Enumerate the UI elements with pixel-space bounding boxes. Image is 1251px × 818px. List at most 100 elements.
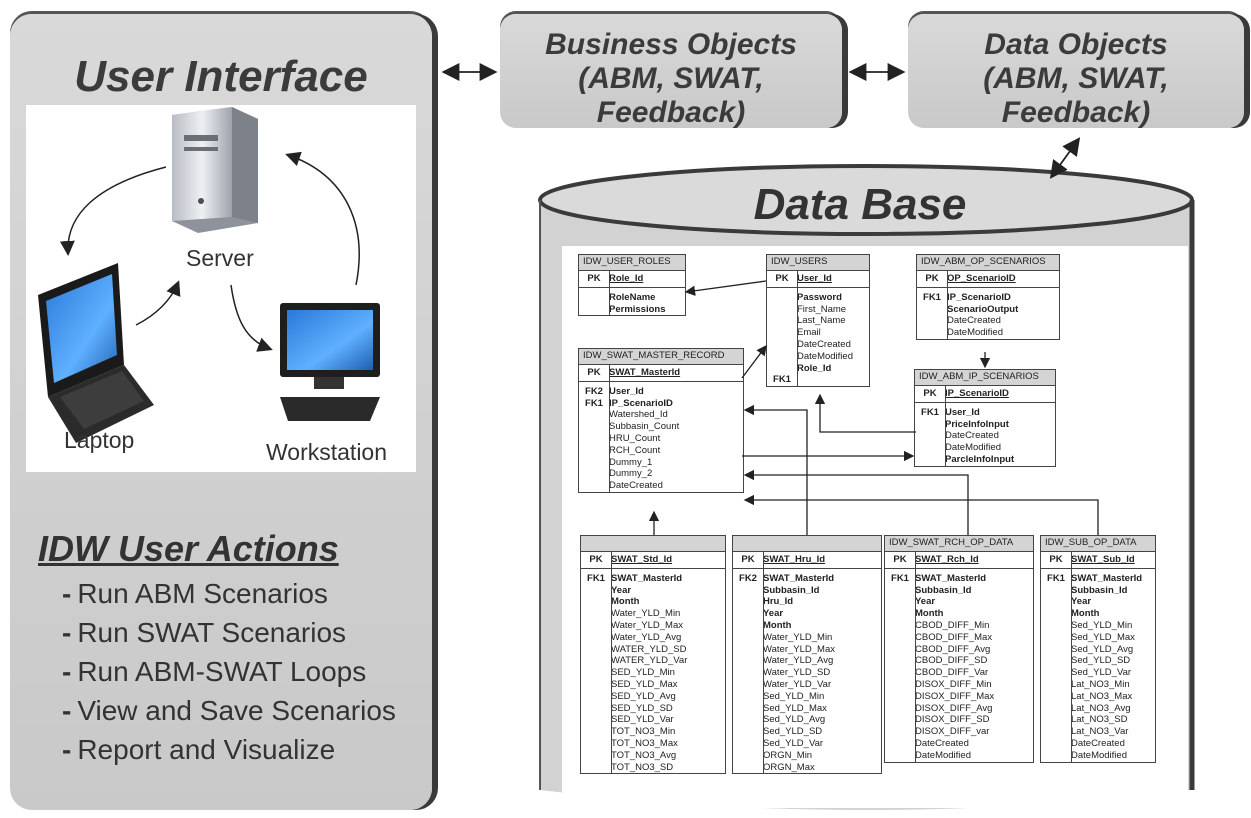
table-field: Sed_YLD_Max bbox=[1071, 631, 1135, 643]
table-field: DISOX_DIFF_Avg bbox=[915, 702, 993, 714]
table-field: DateCreated bbox=[1071, 737, 1125, 749]
user-action-item: -Run ABM-SWAT Loops bbox=[62, 656, 366, 688]
foreign-key-marker bbox=[767, 339, 797, 351]
laptop-icon bbox=[38, 263, 154, 443]
table-field: DISOX_DIFF_var bbox=[915, 726, 990, 738]
table-field: User_Id bbox=[945, 406, 980, 418]
foreign-key-marker bbox=[767, 363, 797, 375]
table-field: DISOX_DIFF_Max bbox=[915, 690, 995, 702]
table-name bbox=[581, 536, 725, 552]
table-field: PriceInfoInput bbox=[945, 418, 1009, 430]
pk-marker: PK bbox=[589, 554, 603, 565]
business-objects-title: Business Objects bbox=[545, 28, 797, 61]
key-column-divider bbox=[915, 551, 916, 762]
table-name: IDW_USERS bbox=[767, 255, 869, 271]
user-action-label: Run SWAT Scenarios bbox=[77, 617, 347, 648]
table-field: Lat_NO3_Var bbox=[1071, 726, 1129, 738]
key-column-divider bbox=[1071, 551, 1072, 762]
table-field: SWAT_MasterId bbox=[611, 572, 683, 584]
table-field: Sed_YLD_Var bbox=[763, 737, 824, 749]
table-field: SED_YLD_Max bbox=[611, 678, 678, 690]
table-field: Subbasin_Id bbox=[1071, 584, 1128, 596]
user-action-label: Run ABM Scenarios bbox=[77, 578, 328, 609]
user-action-label: View and Save Scenarios bbox=[77, 695, 396, 726]
server-label: Server bbox=[186, 245, 254, 271]
table-field: Subbasin_Id bbox=[763, 584, 820, 596]
table-field: SED_YLD_Min bbox=[611, 667, 675, 679]
pk-marker: PK bbox=[741, 554, 755, 565]
table-field: Month bbox=[1071, 608, 1100, 620]
table-field: Water_YLD_Max bbox=[611, 619, 683, 631]
table-field: Water_YLD_SD bbox=[763, 667, 831, 679]
table-field: Water_YLD_Avg bbox=[611, 631, 682, 643]
foreign-key-marker bbox=[767, 292, 797, 304]
table-field: First_Name bbox=[797, 303, 847, 315]
foreign-key-marker: FK1 bbox=[1047, 572, 1065, 584]
key-column-divider bbox=[609, 364, 610, 492]
data-objects-title: Data Objects bbox=[984, 28, 1168, 61]
workstation-icon bbox=[280, 303, 380, 421]
table-field: DISOX_DIFF_SD bbox=[915, 714, 990, 726]
table-field: Watershed_Id bbox=[609, 409, 668, 421]
table-field: Sed_YLD_SD bbox=[1071, 655, 1131, 667]
table-field: Water_YLD_Min bbox=[611, 608, 681, 620]
table-field: TOT_NO3_Min bbox=[611, 726, 676, 738]
table-field: IP_ScenarioID bbox=[609, 397, 673, 409]
table-field: Month bbox=[763, 619, 792, 631]
table-field: Password bbox=[797, 291, 842, 303]
foreign-key-marker: FK1 bbox=[587, 572, 605, 584]
primary-key-field: SWAT_Std_Id bbox=[611, 554, 673, 565]
table-field: Sed_YLD_Min bbox=[1071, 619, 1133, 631]
business-objects-box: Business Objects (ABM, SWAT, Feedback) bbox=[500, 14, 842, 129]
foreign-key-marker: FK1 bbox=[923, 291, 941, 303]
table-field: Sed_YLD_Var bbox=[1071, 667, 1132, 679]
table-field: DateModified bbox=[1071, 749, 1127, 761]
table-field: Sed_YLD_Min bbox=[763, 690, 825, 702]
key-column-divider bbox=[763, 551, 764, 774]
table-field: SED_YLD_Var bbox=[611, 714, 674, 726]
table-field: Water_YLD_Min bbox=[763, 631, 833, 643]
foreign-key-marker bbox=[767, 304, 797, 316]
user-actions-title: IDW User Actions bbox=[38, 528, 339, 569]
table-field: DateCreated bbox=[915, 737, 969, 749]
primary-key-field: Role_Id bbox=[609, 273, 644, 284]
table-field: Year bbox=[611, 584, 632, 596]
primary-key-field: SWAT_Sub_Id bbox=[1071, 554, 1135, 565]
table-field: Subbasin_Id bbox=[915, 584, 972, 596]
table-name: IDW_ABM_OP_SCENARIOS bbox=[917, 255, 1059, 271]
primary-key-field: IP_ScenarioID bbox=[945, 388, 1009, 399]
table-field: Permissions bbox=[609, 303, 666, 315]
bullet-dash: - bbox=[62, 617, 72, 648]
pk-marker: PK bbox=[587, 273, 601, 284]
table-field: CBOD_DIFF_Var bbox=[915, 667, 989, 679]
table-field: CBOD_DIFF_Avg bbox=[915, 643, 991, 655]
foreign-key-marker: FK2 bbox=[739, 572, 757, 584]
table-field: SWAT_MasterId bbox=[915, 572, 987, 584]
table-field: ORGN_Max bbox=[763, 761, 815, 773]
laptop-label: Laptop bbox=[64, 427, 135, 453]
pk-marker: PK bbox=[775, 273, 789, 284]
table-field: Hru_Id bbox=[763, 596, 794, 608]
network-illustration: Server Laptop Workstation bbox=[26, 105, 416, 472]
table-field: ORGN_Min bbox=[763, 749, 813, 761]
user-action-item: -View and Save Scenarios bbox=[62, 695, 396, 727]
foreign-key-marker: FK1 bbox=[921, 406, 939, 418]
foreign-key-marker: FK2 bbox=[585, 385, 603, 397]
pk-marker: PK bbox=[587, 367, 601, 378]
table-field: Subbasin_Count bbox=[609, 421, 680, 433]
primary-key-field: SWAT_Hru_Id bbox=[763, 554, 826, 565]
table-field: SED_YLD_Avg bbox=[611, 690, 676, 702]
table-field: Year bbox=[763, 608, 784, 620]
foreign-key-marker bbox=[767, 327, 797, 339]
table-field: Sed_YLD_SD bbox=[763, 726, 823, 738]
table-field: Year bbox=[1071, 596, 1092, 608]
table-field: IP_ScenarioID bbox=[947, 291, 1011, 303]
key-column-divider bbox=[947, 270, 948, 339]
table-name: IDW_ABM_IP_SCENARIOS bbox=[915, 370, 1055, 386]
server-icon bbox=[172, 107, 258, 233]
table-field: Lat_NO3_Avg bbox=[1071, 702, 1131, 714]
